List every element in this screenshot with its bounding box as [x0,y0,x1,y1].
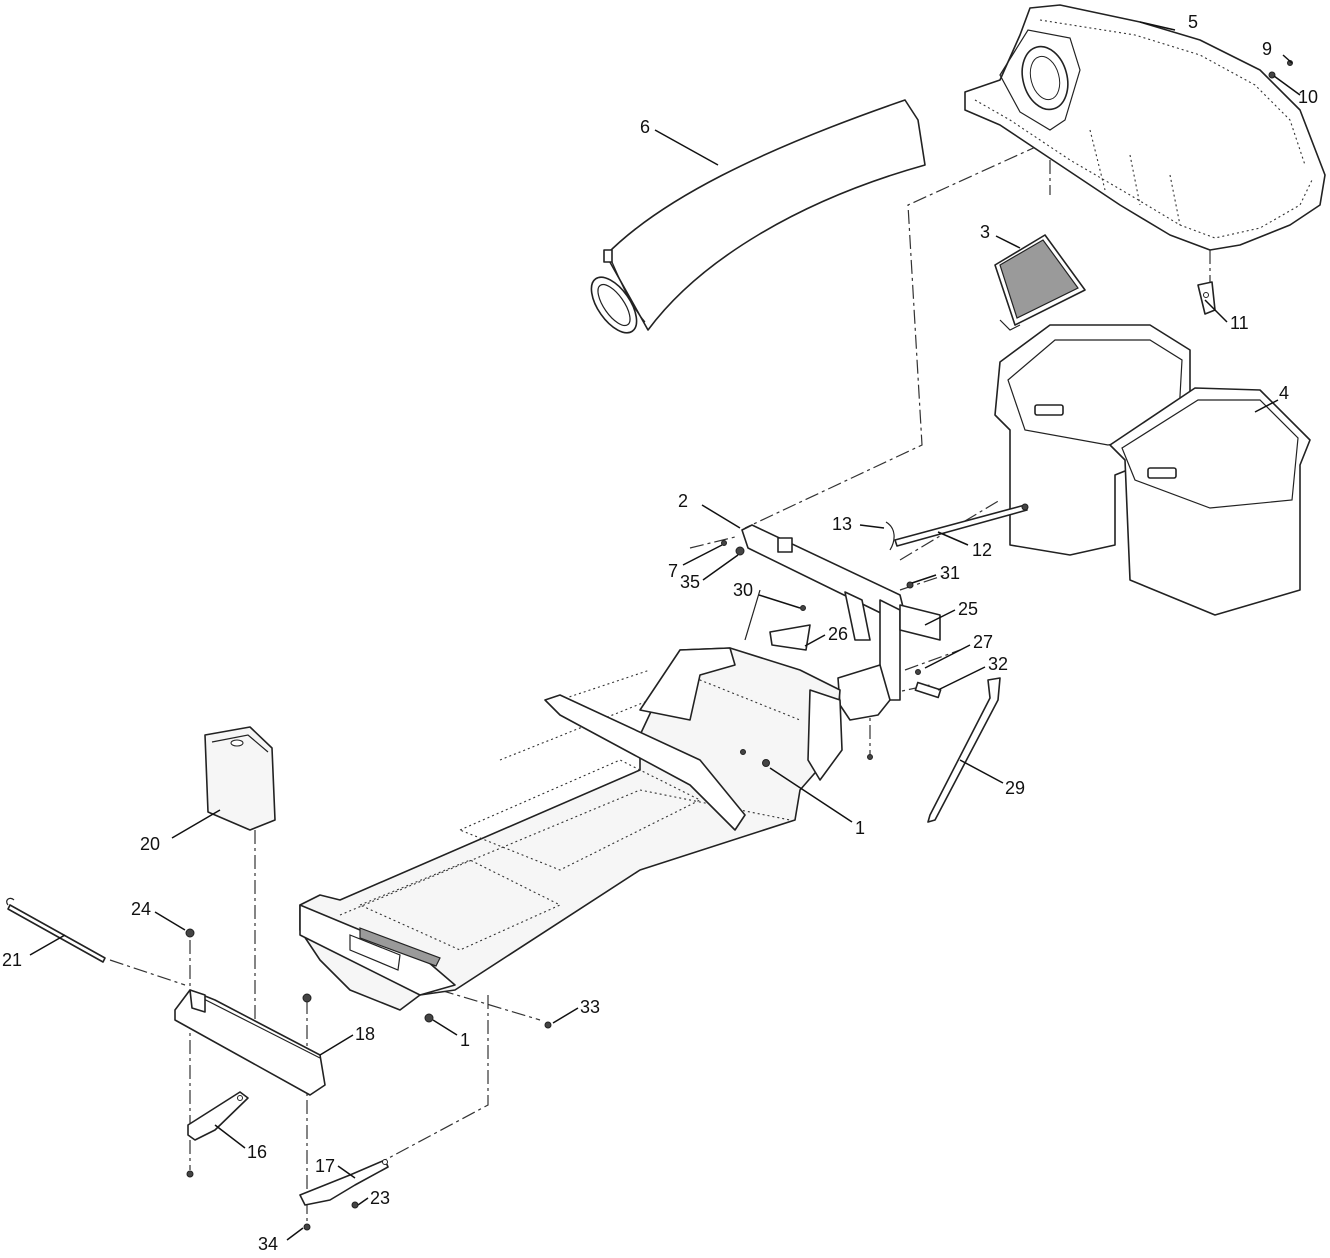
callout-26: 26 [828,624,848,644]
callout-16: 16 [247,1142,267,1162]
callout-27: 27 [973,632,993,652]
chassis-frame [299,647,843,1011]
part-5-hood [964,4,1326,251]
part-11-latch [1197,281,1216,315]
callout-labels: 5 9 10 6 3 11 4 2 13 12 7 35 31 30 25 26… [2,12,1318,1254]
callout-13: 13 [832,514,852,534]
part-18-weight-bracket [174,989,326,1096]
callout-3: 3 [980,222,990,242]
part-20-weight [204,726,276,831]
part-17-lever [299,1159,389,1206]
callout-10: 10 [1298,87,1318,107]
callout-25: 25 [958,599,978,619]
mounting-bracket-assembly [741,524,942,721]
frame-hardware [424,540,921,1029]
callout-18: 18 [355,1024,375,1044]
part-3-screen [994,234,1086,331]
callout-1-lower: 1 [460,1030,470,1050]
callout-23: 23 [370,1188,390,1208]
callout-4: 4 [1279,383,1289,403]
part-12-rod [894,503,1029,547]
part-13-hairpin [885,521,895,551]
part-4-bins [994,324,1311,616]
callout-12: 12 [972,540,992,560]
callout-34: 34 [258,1234,278,1254]
callout-17: 17 [315,1156,335,1176]
callout-5: 5 [1188,12,1198,32]
callout-9: 9 [1262,39,1272,59]
part-23-bolt [351,1201,359,1209]
callout-31: 31 [940,563,960,583]
callout-33: 33 [580,997,600,1017]
part-21-rod [6,897,106,963]
callout-20: 20 [140,834,160,854]
part-6-discharge-tube [590,99,926,334]
callout-2: 2 [678,491,688,511]
callout-7: 7 [668,561,678,581]
vertical-bolts [185,928,312,1231]
callout-11: 11 [1230,313,1249,333]
callout-6: 6 [640,117,650,137]
callout-32: 32 [988,654,1008,674]
leader-lines [29,21,1301,1241]
callout-1-upper: 1 [855,818,865,838]
part-9-10-hardware [1268,60,1293,79]
callout-24: 24 [131,899,151,919]
callout-29: 29 [1005,778,1025,798]
part-16-bracket [187,1091,249,1141]
part-29-support-rod [927,677,1001,823]
callout-21: 21 [2,950,22,970]
callout-30: 30 [733,580,753,600]
callout-35: 35 [680,572,700,592]
